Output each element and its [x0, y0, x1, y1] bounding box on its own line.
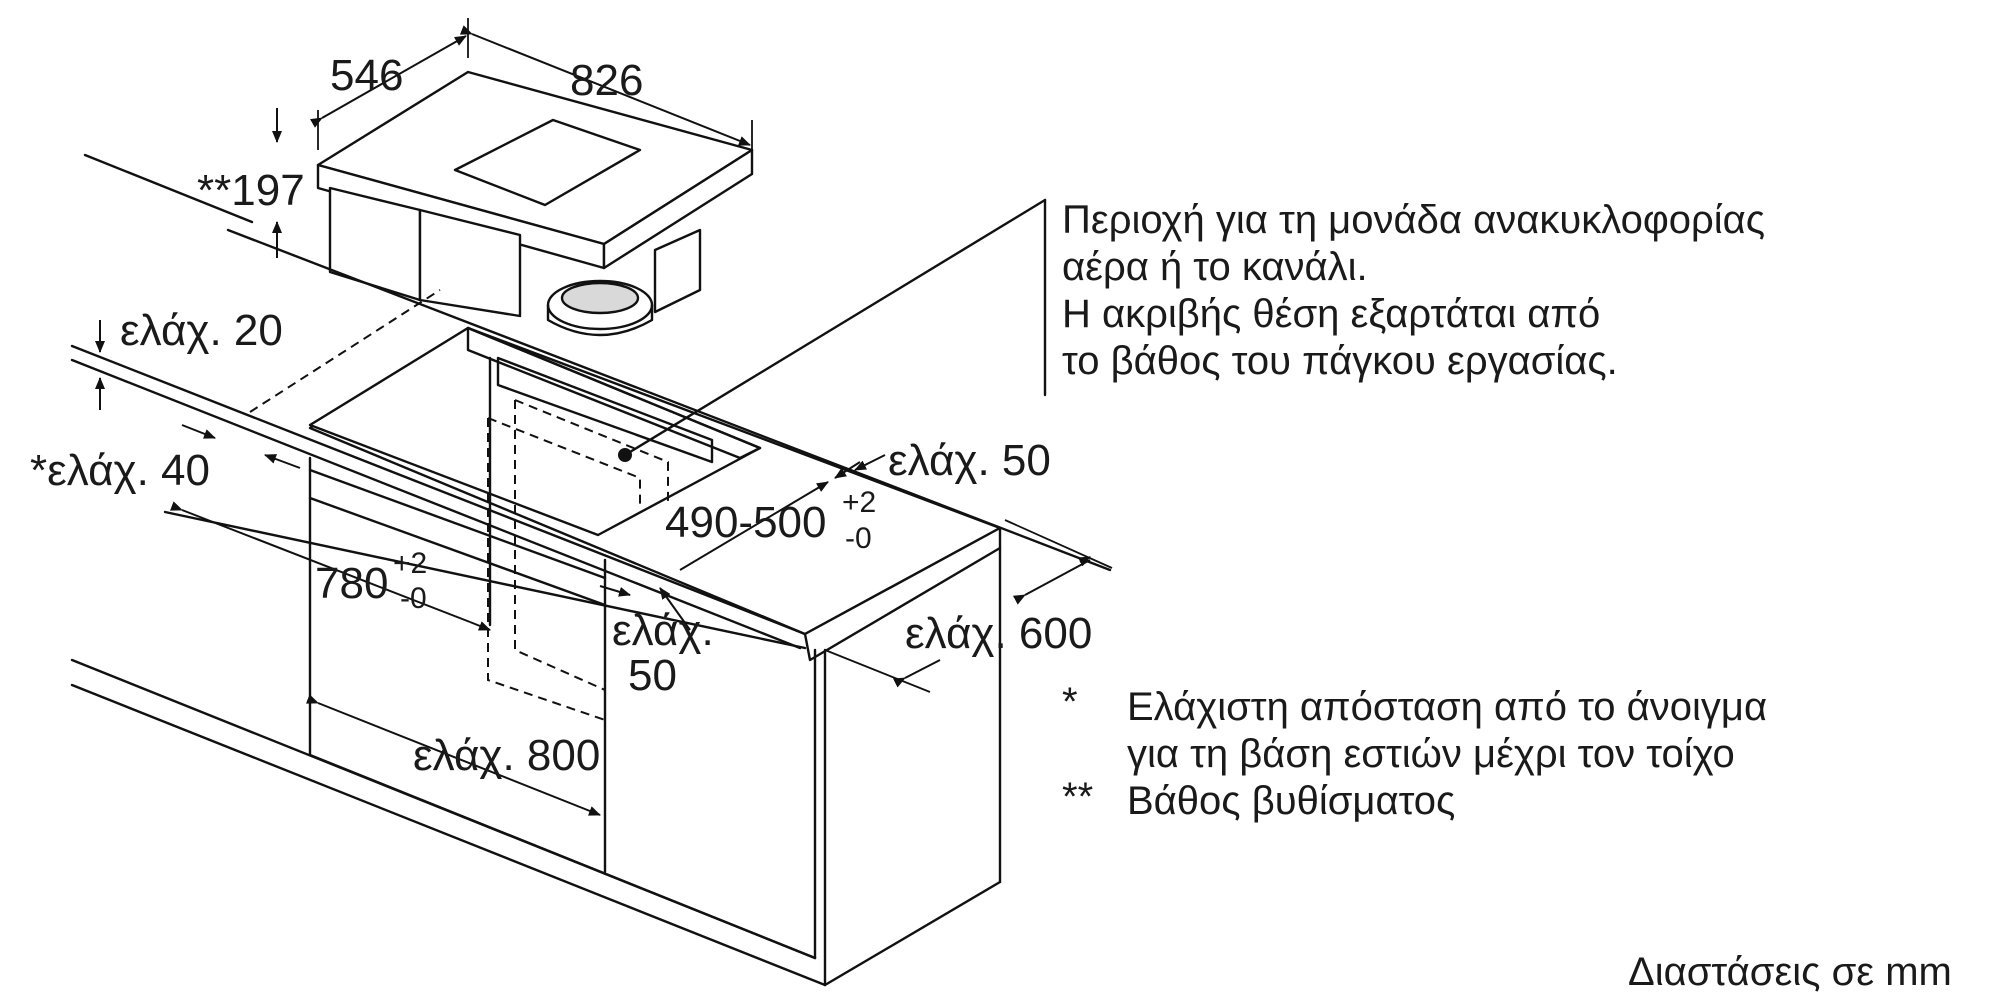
- dim-min-40: *ελάχ. 40: [30, 446, 210, 495]
- callout-line-1: Περιοχή για τη μονάδα ανακυκλοφορίας: [1062, 198, 1765, 242]
- duct-dashed-top2: [487, 417, 641, 505]
- callout-line-3: Η ακριβής θέση εξαρτάται από: [1062, 292, 1600, 336]
- hob-drawing: [316, 70, 754, 337]
- dim-cutout-width: 780: [315, 559, 388, 608]
- floor-line-lower: [70, 683, 827, 987]
- dim-min-50-right: ελάχ. 50: [888, 436, 1051, 485]
- dim-min-20: ελάχ. 20: [120, 306, 283, 355]
- worktop-drawing: [70, 153, 1112, 662]
- duct-dashed-inner: [514, 400, 606, 691]
- hob-dimension-lines: [272, 18, 753, 258]
- worktop-back-edge: [70, 344, 807, 636]
- duct-dashed-diag: [249, 289, 441, 413]
- cabinet-top-rail-2: [308, 496, 607, 607]
- hob-fan-base: [546, 303, 654, 337]
- dim-min-800: ελάχ. 800: [413, 731, 600, 780]
- cutout-back-wall: [466, 326, 762, 460]
- callout-line-4: το βάθος του πάγκου εργασίας.: [1062, 339, 1618, 383]
- floor-line-upper: [70, 658, 817, 960]
- ventilation-point-marker: [618, 448, 632, 462]
- footnote-star2-text: Βάθος βυθίσματος: [1127, 779, 1455, 823]
- cabinet-bottom-right: [823, 880, 1002, 987]
- cutout-inner-panel: [496, 356, 714, 464]
- duct-dashed-left: [487, 418, 606, 721]
- footnote-star1-line1: Ελάχιστη απόσταση από το άνοιγμα: [1127, 685, 1767, 729]
- dim-min-600: ελάχ. 600: [905, 609, 1092, 658]
- dim-cutout-width-tol-minus: -0: [400, 582, 427, 615]
- dim-hob-depth: 546: [330, 51, 403, 100]
- hob-under-body-right: [653, 228, 702, 314]
- worktop-back-edge-2: [70, 358, 802, 650]
- callout-leader: [628, 198, 1047, 454]
- worktop-dimension-lines: [95, 320, 1113, 816]
- dim-cutout-depth: 490-500: [665, 498, 826, 547]
- dim-hob-width: 826: [570, 56, 643, 105]
- hob-fan-core: [560, 281, 640, 315]
- worktop-front-left: [163, 510, 807, 650]
- callout-line-2: αέρα ή το κανάλι.: [1062, 245, 1368, 289]
- units-note: Διαστάσεις σε mm: [1628, 950, 1952, 994]
- duct-dashed-top: [514, 399, 669, 505]
- footnote-star1-line2: για τη βάση εστιών μέχρι τον τοίχο: [1127, 732, 1735, 776]
- footnote-star2-marker: **: [1062, 775, 1093, 819]
- hob-under-body-mid: [418, 208, 522, 318]
- dim-cutout-depth-tol-plus: +2: [842, 486, 876, 519]
- footnote-star1-marker: *: [1062, 680, 1078, 724]
- dim-cutout-depth-tol-minus: -0: [845, 522, 872, 555]
- dim-cutout-width-tol-plus: +2: [393, 547, 427, 580]
- dim-immersion-depth: **197: [197, 166, 305, 215]
- cabinet-top-rail: [308, 468, 607, 580]
- wall-line-upper: [83, 153, 254, 224]
- dim-min-50-front-line1: ελάχ.: [612, 606, 714, 655]
- dim-min-50-front-line2: 50: [628, 651, 677, 700]
